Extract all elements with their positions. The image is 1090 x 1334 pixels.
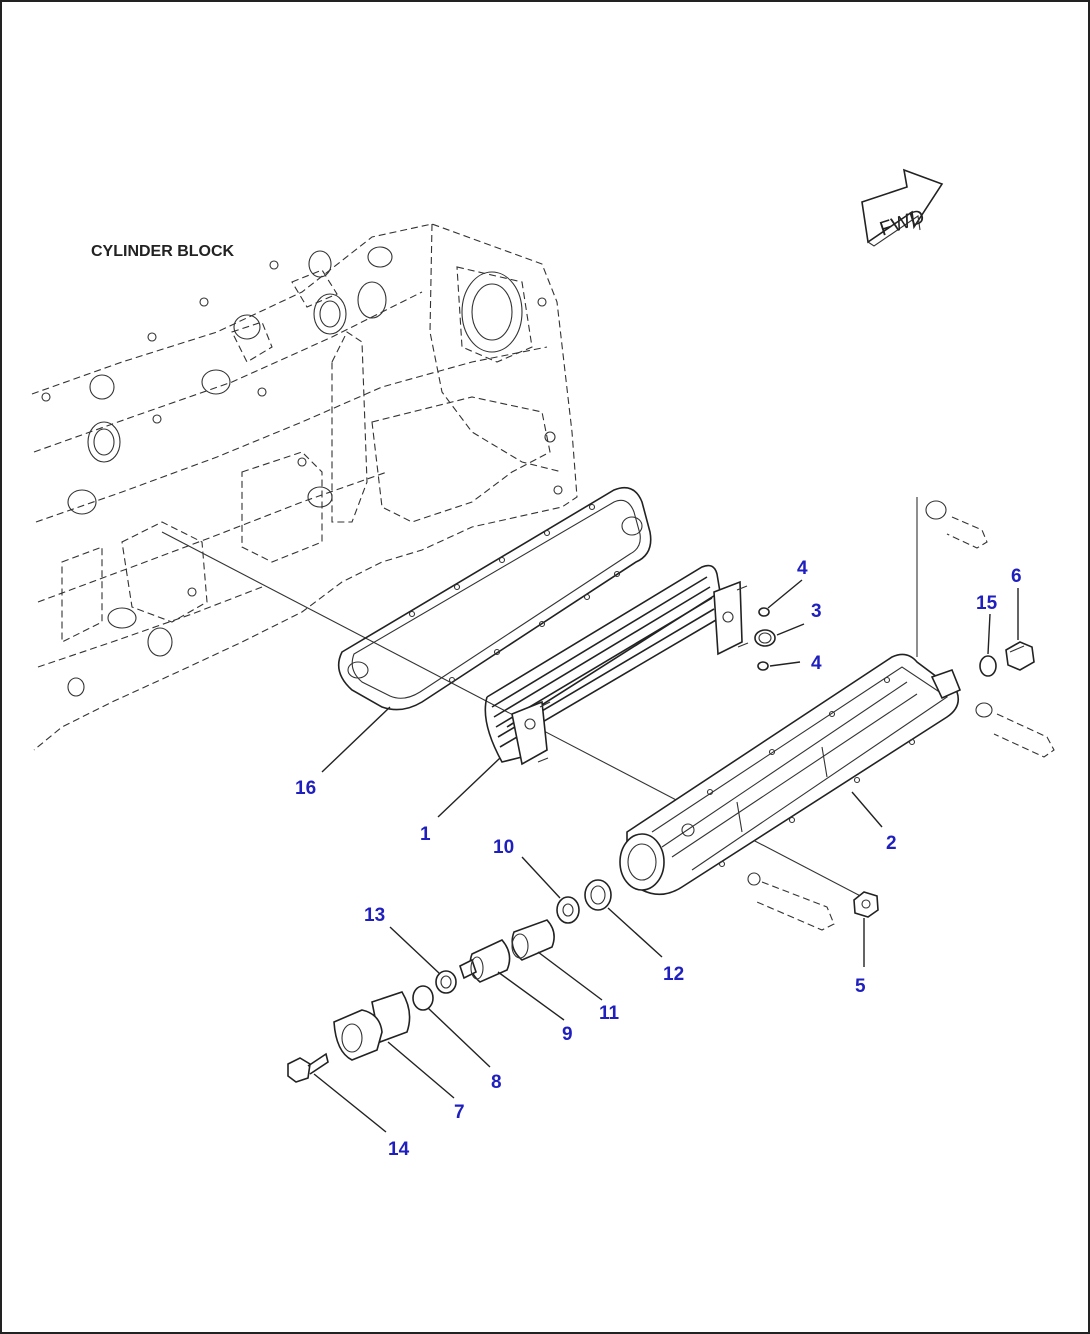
housing-cap-part-7 (333, 991, 411, 1061)
nut-part-5 (853, 891, 879, 918)
callout-14: 14 (388, 1139, 410, 1160)
spring-seat-part-13 (435, 970, 457, 994)
bolt-part-14 (287, 1052, 329, 1083)
seal-part-12 (584, 879, 612, 911)
callout-16: 16 (295, 778, 316, 799)
callout-4-lower: 4 (811, 653, 822, 674)
washer-part-15 (979, 655, 997, 677)
o-ring-part-8 (412, 985, 434, 1011)
callout-13: 13 (364, 905, 385, 926)
callout-8: 8 (491, 1072, 502, 1093)
callout-1: 1 (420, 824, 431, 845)
valve-part-9 (459, 939, 511, 983)
callouts: 16 1 2 4 3 4 15 6 5 10 12 11 9 13 8 7 14 (295, 558, 1022, 1160)
callout-4-upper: 4 (797, 558, 808, 579)
callout-2: 2 (886, 833, 897, 854)
o-rings-parts-3-4 (754, 607, 776, 671)
forward-direction-arrow: FWD (861, 168, 944, 247)
callout-9: 9 (562, 1024, 573, 1045)
callout-7: 7 (454, 1102, 465, 1123)
plug-part-6 (1005, 641, 1035, 671)
callout-11: 11 (599, 1003, 620, 1024)
callout-12: 12 (663, 964, 684, 985)
callout-6: 6 (1011, 566, 1022, 587)
gasket-part-16 (337, 486, 652, 711)
sleeve-part-11 (511, 919, 555, 961)
fwd-label: FWD (877, 206, 927, 241)
callout-10: 10 (493, 837, 514, 858)
cooler-cover-part-2 (619, 653, 962, 896)
washer-part-10 (556, 896, 580, 924)
cylinder-block (31, 223, 578, 751)
cylinder-block-label: CYLINDER BLOCK (91, 243, 235, 260)
oil-cooler-element-part-1 (484, 564, 749, 766)
mounting-bolts (747, 500, 1055, 931)
callout-3: 3 (811, 601, 822, 622)
callout-15: 15 (976, 593, 998, 614)
leader-lines (313, 579, 1019, 1133)
callout-5: 5 (855, 976, 866, 997)
